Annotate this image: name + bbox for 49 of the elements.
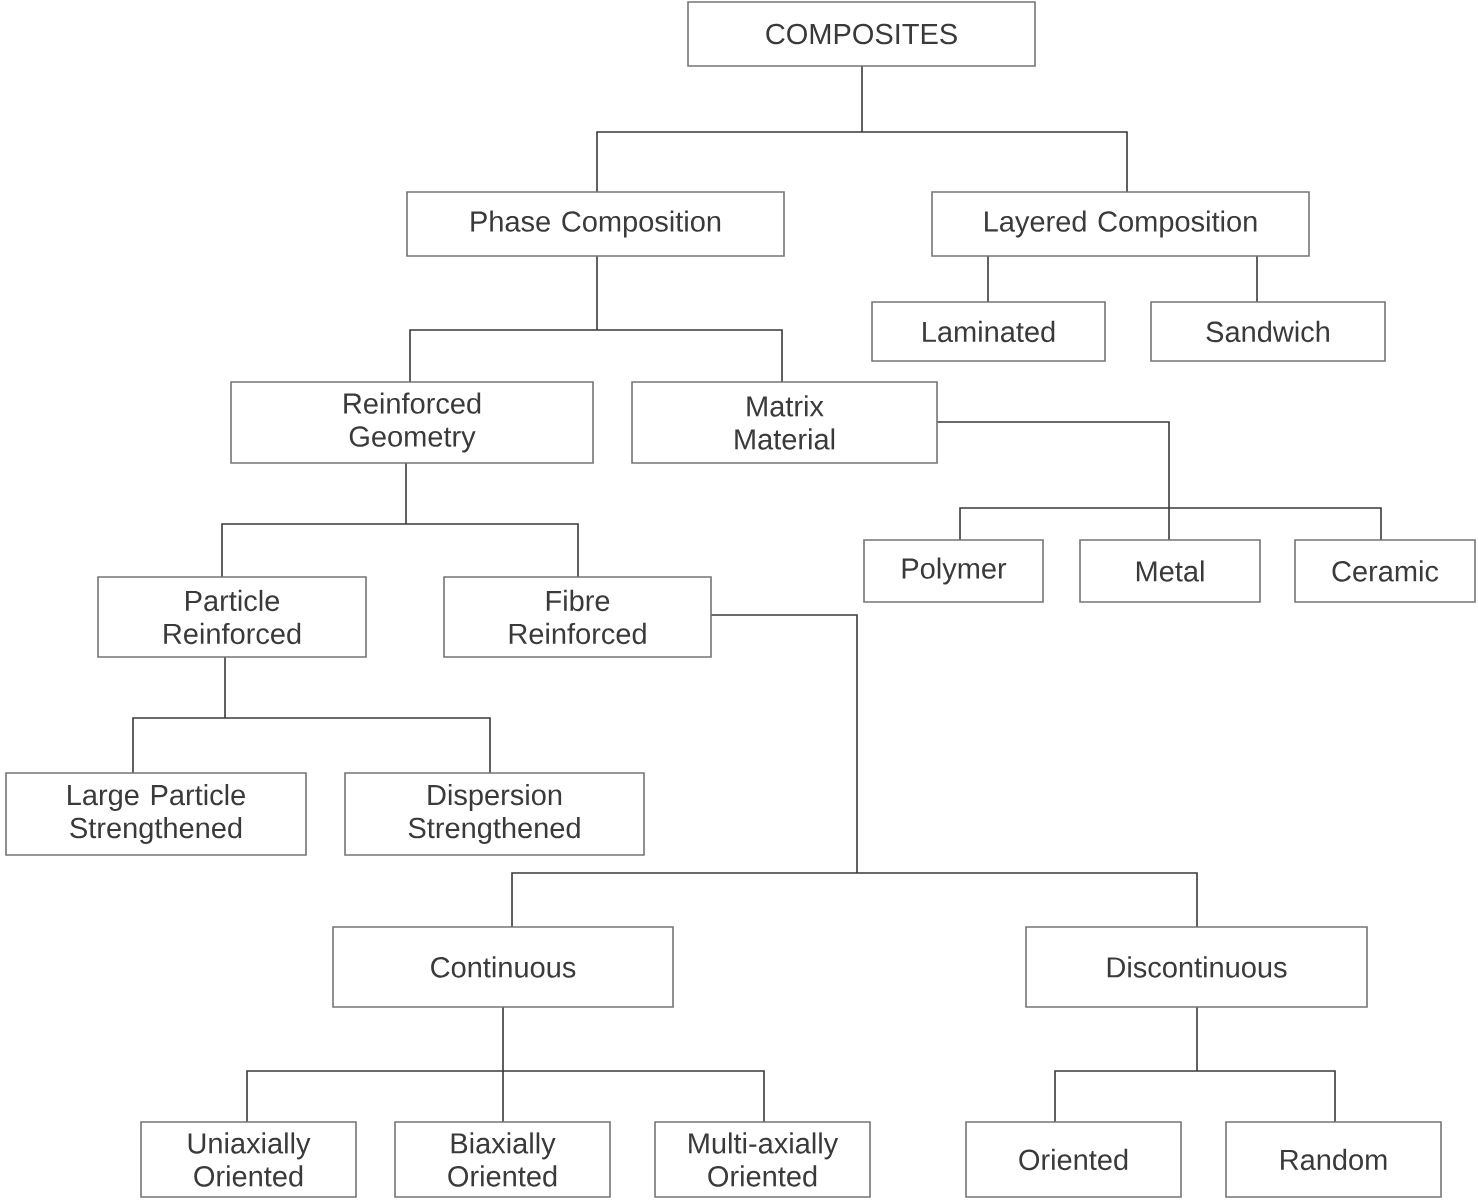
category-box: Metal	[1079, 539, 1261, 603]
category-box: Biaxially Oriented	[394, 1121, 611, 1198]
category-box: Sandwich	[1150, 301, 1386, 362]
connector-line	[936, 421, 1170, 509]
connector-line	[856, 872, 1198, 928]
connector-line	[987, 255, 989, 303]
category-box: Oriented	[965, 1121, 1182, 1198]
category-box: Multi-axially Oriented	[654, 1121, 871, 1198]
connector-line	[1196, 1070, 1336, 1123]
connector-line	[221, 523, 407, 578]
connector-line	[132, 717, 226, 774]
connector-line	[710, 614, 858, 874]
connector-line	[1168, 507, 1382, 541]
connector-line	[502, 1070, 765, 1123]
connector-line	[596, 131, 863, 193]
connector-line	[409, 329, 598, 383]
connector-line	[1168, 507, 1170, 541]
category-box: Continuous	[332, 926, 674, 1008]
connector-line	[405, 523, 579, 578]
connector-line	[861, 131, 1128, 193]
category-box: Discontinuous	[1025, 926, 1368, 1008]
connector-line	[246, 1070, 504, 1123]
connector-line	[596, 329, 783, 383]
category-box: Ceramic	[1294, 539, 1476, 603]
connector-line	[959, 507, 1170, 541]
category-box: Phase Composition	[406, 191, 785, 257]
connector-line	[405, 462, 407, 525]
category-box: Random	[1225, 1121, 1442, 1198]
connector-line	[596, 255, 598, 331]
connector-line	[224, 656, 226, 719]
category-box: Reinforced Geometry	[230, 381, 594, 464]
connector-line	[1196, 1006, 1198, 1072]
connector-line	[502, 1006, 504, 1072]
category-box: Dispersion Strengthened	[344, 772, 645, 856]
connector-line	[502, 1070, 504, 1123]
category-box: Matrix Material	[631, 381, 938, 464]
connector-line	[1256, 255, 1258, 303]
category-box: COMPOSITES	[687, 1, 1036, 67]
category-box: Laminated	[871, 301, 1106, 362]
connector-line	[224, 717, 491, 774]
category-box: Layered Composition	[931, 191, 1310, 257]
category-box: Fibre Reinforced	[443, 576, 712, 658]
connector-line	[1054, 1070, 1198, 1123]
connector-line	[511, 872, 858, 928]
category-box: Uniaxially Oriented	[140, 1121, 357, 1198]
category-box: Polymer	[863, 539, 1044, 603]
connector-line	[861, 65, 863, 133]
category-box: Particle Reinforced	[97, 576, 367, 658]
category-box: Large Particle Strengthened	[5, 772, 307, 856]
